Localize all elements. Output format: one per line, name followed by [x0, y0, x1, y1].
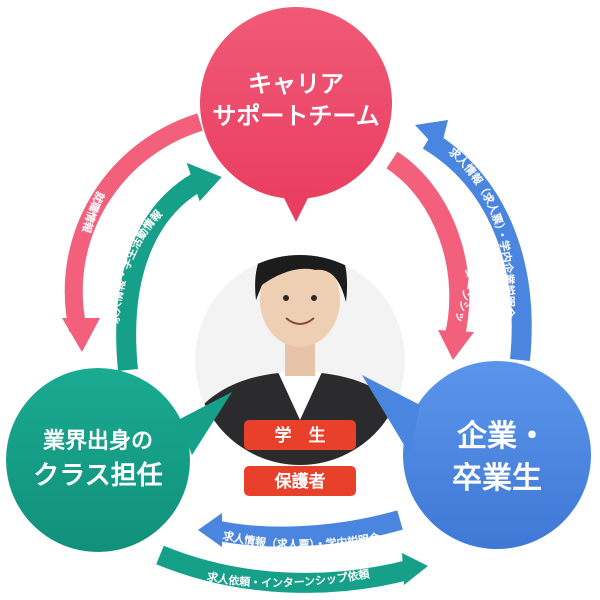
badge-student-label: 学 生: [275, 425, 326, 446]
node-career-support-line1: キャリア: [248, 70, 344, 98]
arrow-left-to-right: 求人依頼・インターンシップ依頼: [156, 545, 428, 593]
node-class-teacher-line1: 業界出身の: [43, 428, 153, 454]
node-career-support: キャリア サポートチーム: [200, 7, 392, 222]
node-companies-alumni-line1: 企業・: [457, 419, 547, 454]
node-class-teacher: 業界出身の クラス担任: [6, 368, 232, 552]
node-career-support-line2: サポートチーム: [212, 102, 379, 130]
node-companies-alumni: 企業・ 卒業生: [362, 361, 591, 549]
badge-guardian-label: 保護者: [274, 471, 326, 492]
node-class-teacher-line2: クラス担任: [33, 461, 162, 491]
node-companies-alumni-line2: 卒業生: [452, 461, 542, 496]
badge-guardian: 保護者: [244, 466, 356, 496]
badge-student: 学 生: [244, 420, 356, 450]
arrow-right-to-left: 求人情報（求人票）・学内説明会: [198, 510, 403, 551]
